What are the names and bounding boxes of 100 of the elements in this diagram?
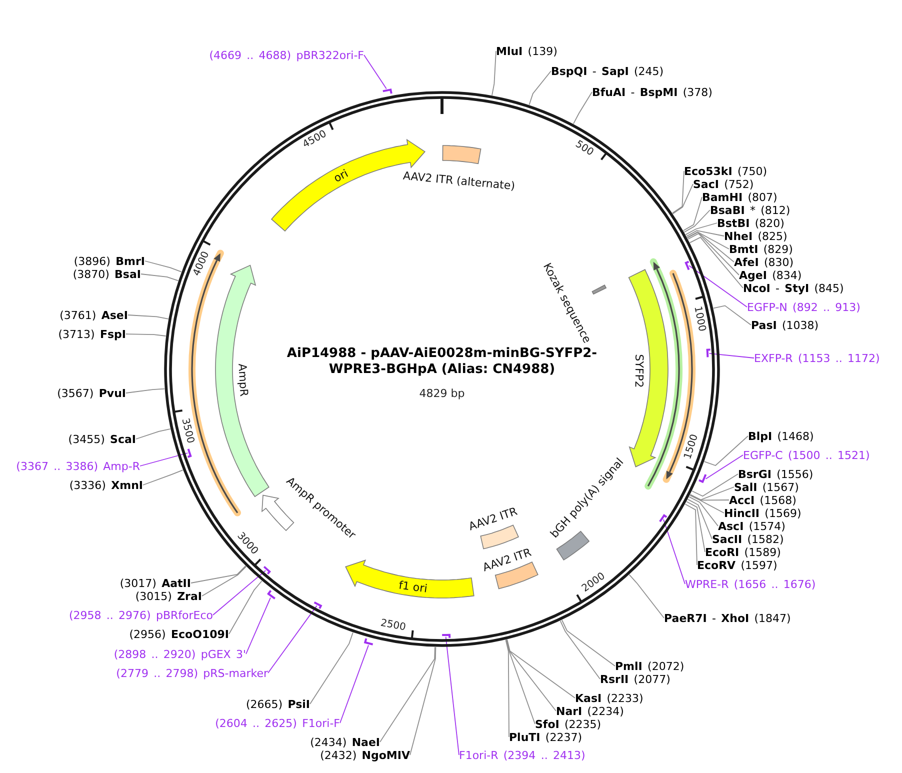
enzyme-site-label: (3455) ScaI: [68, 432, 136, 446]
leader-line: [190, 566, 246, 584]
enzyme-site-label: PluTI (2237): [509, 730, 582, 744]
primer-label: EGFP-N (892 .. 913): [747, 300, 860, 314]
primer-mark: [187, 448, 192, 458]
leader-line: [212, 570, 266, 616]
enzyme-site-label: (2956) EcoO109I: [129, 628, 229, 640]
primer-label: (2779 .. 2798) pRS-marker: [116, 666, 268, 680]
enzyme-site-label: (3336) XmnI: [69, 478, 143, 492]
leader-line: [686, 230, 724, 237]
leader-line: [690, 486, 734, 500]
enzyme-site-label: AgeI (834): [739, 268, 802, 282]
primer-mark: [659, 514, 668, 522]
enzyme-site-label: NheI (825): [724, 230, 788, 242]
primer-mark: [684, 260, 690, 270]
leader-line: [704, 436, 748, 466]
leader-line: [268, 605, 318, 674]
enzyme-site-label: BsrGI (1556): [738, 468, 814, 480]
tick-label: 4500: [300, 128, 329, 152]
leader-line: [663, 519, 686, 584]
tick-label: 3500: [178, 416, 196, 444]
leader-line: [506, 639, 556, 712]
leader-line: [410, 646, 436, 756]
leader-line: [690, 494, 730, 501]
leader-line: [705, 454, 744, 480]
enzyme-site-label: (3017) AatII: [120, 576, 191, 590]
leader-line: [136, 428, 171, 440]
leader-line: [246, 597, 271, 654]
enzyme-site-label: Eco53kI (750): [684, 164, 768, 178]
enzyme-site-label: PmlI (2072): [615, 660, 684, 672]
tick-label: 1000: [690, 306, 708, 333]
leader-line: [689, 494, 724, 514]
enzyme-site-label: (3761) AseI: [60, 308, 128, 322]
leader-line: [687, 498, 712, 540]
leader-line: [628, 574, 664, 618]
leader-line: [126, 388, 165, 394]
enzyme-site-label: AfeI (830): [734, 256, 794, 268]
enzyme-site-label: BfuAI - BspMI (378): [592, 86, 712, 98]
leader-line: [689, 236, 744, 288]
enzyme-site-label: BlpI (1468): [748, 430, 814, 442]
enzyme-site-label: BstBI (820): [717, 216, 784, 230]
primer-label: (3367 .. 3386) Amp-R: [16, 460, 140, 472]
feature-label: AmpR: [236, 363, 251, 397]
leader-line: [140, 452, 188, 466]
enzyme-site-label: NarI (2234): [556, 704, 624, 718]
primer-mark: [442, 634, 451, 638]
leader-line: [688, 265, 748, 308]
enzyme-site-label: (3896) BmrI: [74, 254, 145, 268]
enzyme-site-label: BsaBI* (812): [710, 204, 790, 216]
enzyme-site-label: NcoI - StyI (845): [743, 282, 844, 294]
primer-mark: [314, 602, 322, 609]
primer-label: (4669 .. 4688) pBR322ori-F: [209, 48, 364, 62]
enzyme-site-label: (2665) PsiI: [246, 698, 310, 710]
enzyme-site-label: (3015) ZraI: [135, 590, 202, 602]
feature-label: SYFP2: [632, 354, 646, 388]
primer-label: (2958 .. 2976) pBRforEco: [68, 608, 213, 622]
tick-label: 500: [572, 138, 596, 159]
enzyme-site-label: AccI (1568): [729, 494, 796, 506]
leader-line: [686, 231, 730, 250]
leader-line: [692, 474, 738, 497]
enzyme-site-label: BspQI - SapI (245): [551, 64, 664, 78]
enzyme-site-label: MluI (139): [496, 44, 558, 58]
sequence-length-label: 4829 bp: [419, 387, 465, 400]
leader-line: [684, 504, 698, 566]
primer-mark: [267, 590, 276, 600]
primer-label: WPRE-R (1656 .. 1676): [685, 578, 816, 590]
leader-line: [144, 260, 182, 272]
primer-mark: [364, 638, 374, 646]
enzyme-site-label: (2434) NaeI: [310, 736, 380, 748]
leader-line: [492, 50, 496, 96]
primer-mark: [698, 474, 707, 483]
primer-label: F1ori-R (2394 .. 2413): [459, 748, 586, 762]
leader-line: [572, 92, 592, 124]
enzyme-site-label: SacII (1582): [712, 532, 784, 546]
leader-line: [672, 184, 694, 214]
leader-line: [686, 232, 734, 262]
orf-line: [662, 270, 696, 483]
primer-label: (2898 .. 2920) pGEX 3': [114, 648, 246, 660]
enzyme-site-label: SalI (1567): [734, 480, 799, 494]
leader-line: [128, 314, 169, 320]
enzyme-site-label: EcoRV (1597): [697, 558, 778, 572]
enzyme-site-label: BmtI (829): [729, 242, 793, 256]
leader-line: [686, 501, 706, 552]
tick-label: 1500: [682, 433, 702, 461]
enzyme-site-label: (3713) FspI: [58, 328, 126, 340]
enzyme-site-label: (3870) BsaI: [72, 268, 141, 280]
primer-mark: [706, 348, 710, 358]
primer-label: EGFP-C (1500 .. 1521): [743, 448, 870, 462]
leader-line: [445, 636, 460, 756]
leader-line: [682, 196, 702, 232]
leader-line: [688, 233, 740, 276]
leader-line: [310, 632, 354, 704]
enzyme-site-label: (3567) PvuI: [57, 386, 126, 400]
leader-line: [688, 496, 718, 526]
leader-line: [672, 170, 684, 214]
leader-line: [228, 580, 262, 634]
feature-label: AAV2 ITR: [480, 546, 533, 575]
leader-line: [708, 352, 754, 358]
enzyme-site-label: HincII (1569): [724, 506, 802, 520]
leader-line: [140, 274, 179, 282]
